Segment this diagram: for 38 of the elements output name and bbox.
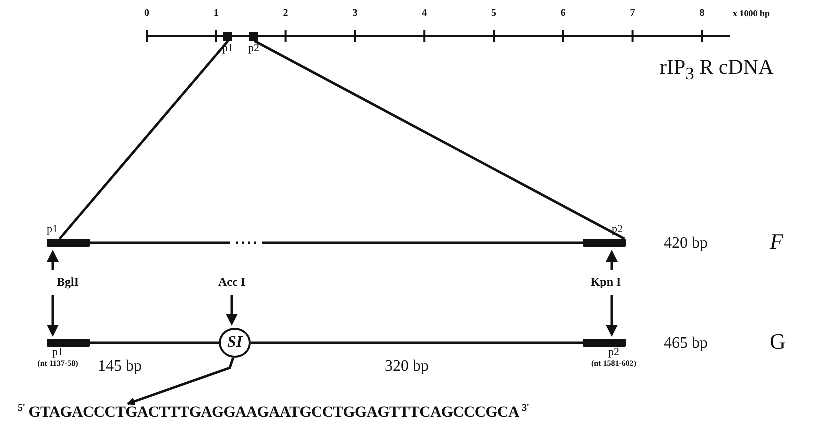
label-text: G [770,331,786,353]
label-text: x 1000 bp [733,10,770,18]
sequence-text: $^{5'}$ GTAGACCCTGACTTTGAGGAAGAATGCCTGGAGTTTCAGCCCGCA $^{3'}$ [18,404,530,422]
label-text: 7 [630,9,636,19]
label-text: 8 [700,9,705,19]
connector-line [58,40,230,240]
label-text: F [770,231,784,253]
primer-bar [583,339,626,347]
node-caption: (nt 1581-602) [591,360,637,368]
node-caption: (nt 1137-58) [38,360,78,368]
label-text: 5 [492,9,496,19]
label-text: rIP$_{3}$ R cDNA [660,57,774,83]
primer-bar [47,339,90,347]
connector-line [90,242,583,244]
node-caption: Acc I [218,276,246,288]
node-caption: p2 [608,348,620,358]
node-caption: p1 [52,348,64,358]
connector-line [251,342,583,344]
arrow [127,358,235,406]
label-text: 3 [352,9,358,19]
label-text: 1 [214,9,219,19]
primer-marker [249,32,258,41]
label-text: 6 [560,9,566,19]
label-text: 4 [422,9,428,19]
label-text: 0 [144,9,150,19]
connector-line [90,342,219,344]
label-text: p2 [248,44,260,54]
label-text: BglI [57,276,79,288]
label-text: Kpn I [590,276,622,288]
primer-marker [223,32,232,41]
label-text: p1 [47,224,58,236]
label-text: 145 bp [98,359,142,375]
primer-bar [583,239,626,247]
label-text: 320 bp [385,359,429,375]
label-text: 2 [283,9,288,19]
connector-line [254,40,626,240]
site-circle: SI [219,328,251,358]
primer-bar [47,239,90,247]
